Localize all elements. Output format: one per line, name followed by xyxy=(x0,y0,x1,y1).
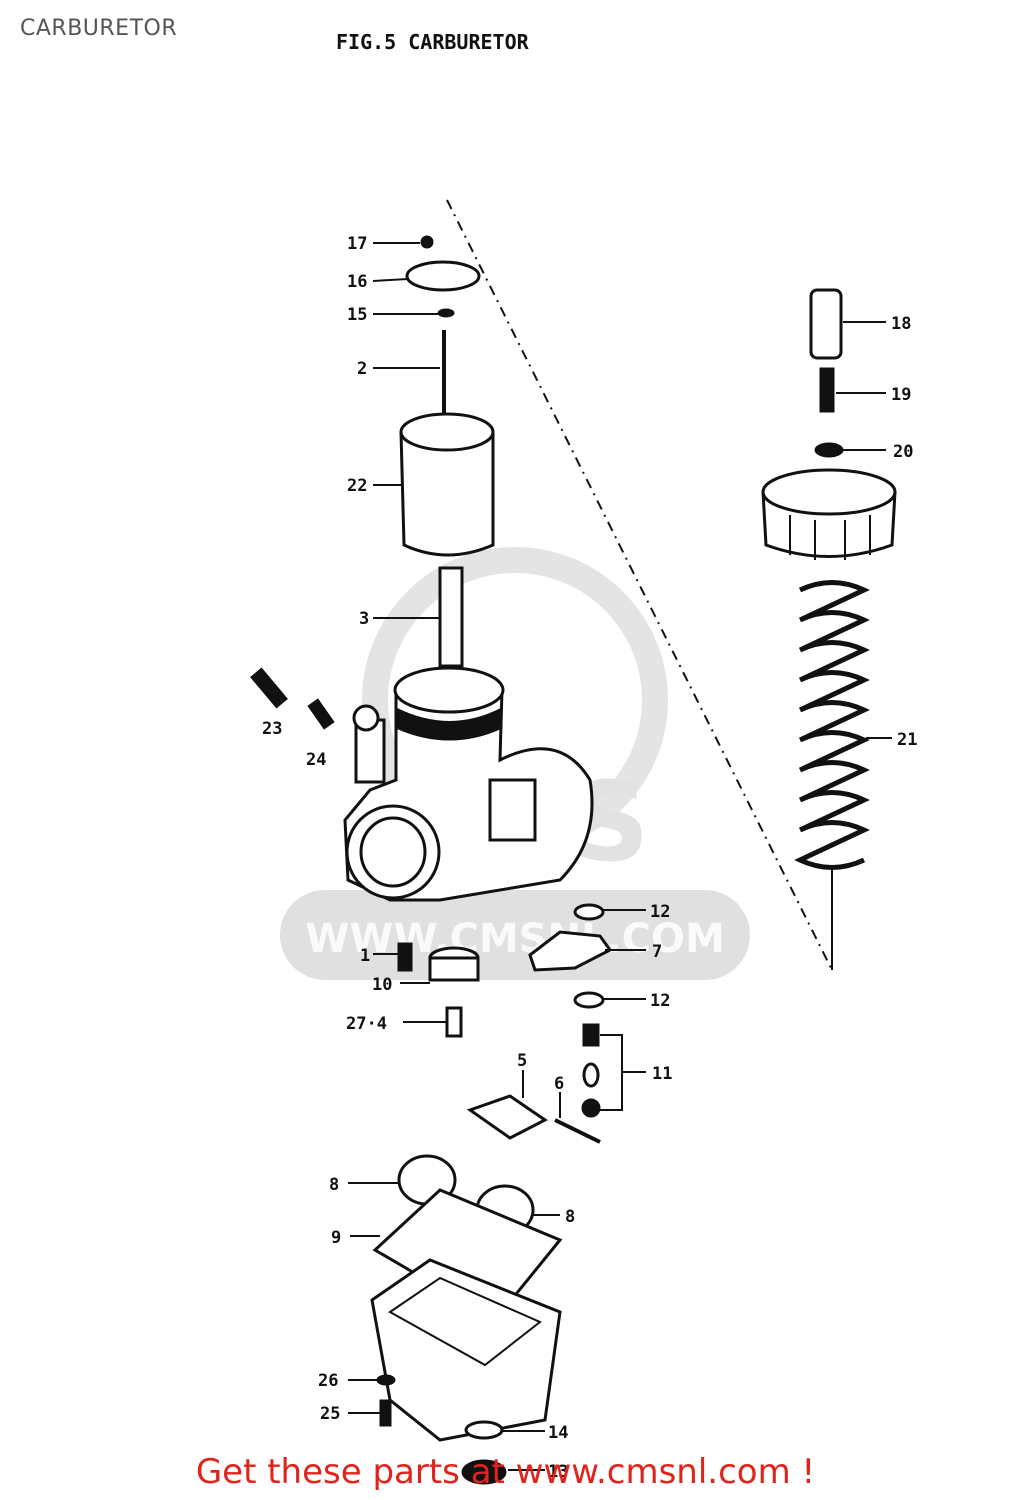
part-6-pin xyxy=(554,1118,601,1144)
part-26-washer xyxy=(376,1374,396,1386)
part-3-needle-jet xyxy=(438,566,464,668)
callout-19: 19 xyxy=(891,385,911,405)
callout-13: 13 xyxy=(548,1462,568,1482)
callout-12-bottom: 12 xyxy=(650,991,670,1011)
callout-23: 23 xyxy=(262,719,282,739)
part-7-bracket xyxy=(528,930,613,972)
callout-7: 7 xyxy=(652,942,662,962)
carburetor-body xyxy=(343,666,594,902)
part-11-float-valve xyxy=(581,1023,601,1118)
leader-lines xyxy=(348,242,892,1471)
part-16-plate xyxy=(405,260,481,292)
part-21-spring xyxy=(794,580,870,870)
part-24-screw xyxy=(307,698,335,730)
callout-25: 25 xyxy=(320,1404,340,1424)
part-18-cap-tube xyxy=(809,288,843,360)
callout-27-4: 27·4 xyxy=(346,1014,387,1034)
part-13-plug xyxy=(461,1459,507,1485)
callout-22: 22 xyxy=(347,476,367,496)
part-10-seat xyxy=(428,946,480,982)
callout-labels: 17 16 15 2 22 3 23 24 18 19 20 21 12 7 1… xyxy=(262,234,917,1482)
callout-26: 26 xyxy=(318,1371,338,1391)
part-27-4-jet xyxy=(445,1006,463,1038)
callout-14: 14 xyxy=(548,1423,568,1443)
callout-3: 3 xyxy=(359,609,369,629)
callout-9: 9 xyxy=(331,1228,341,1248)
callout-21: 21 xyxy=(897,730,917,750)
callout-11: 11 xyxy=(652,1064,672,1084)
callout-8-right: 8 xyxy=(565,1207,575,1227)
callout-24: 24 xyxy=(306,750,326,770)
part-17-screw xyxy=(420,235,434,249)
part-20-nut xyxy=(814,442,844,458)
callout-6: 6 xyxy=(554,1074,564,1094)
float-bowl xyxy=(370,1258,562,1442)
callout-8-left: 8 xyxy=(329,1175,339,1195)
part-22-throttle-slide xyxy=(399,412,495,557)
get-parts-link[interactable]: Get these parts at www.cmsnl.com ! xyxy=(195,1452,816,1492)
callout-5: 5 xyxy=(517,1051,527,1071)
callout-2: 2 xyxy=(357,359,367,379)
part-5-float-arm xyxy=(466,1094,548,1140)
callout-16: 16 xyxy=(347,272,367,292)
callout-15: 15 xyxy=(347,305,367,325)
part-12-washer-top xyxy=(573,903,605,921)
part-23-screw xyxy=(250,667,288,709)
part-15-clip xyxy=(437,308,455,318)
part-25-screw xyxy=(379,1399,392,1427)
page-heading: CARBURETOR xyxy=(20,16,178,41)
part-19-adjuster xyxy=(819,367,835,413)
part-1-screw xyxy=(397,942,413,972)
callout-12-top: 12 xyxy=(650,902,670,922)
figure-title: FIG.5 CARBURETOR xyxy=(336,30,529,54)
callout-1: 1 xyxy=(360,946,370,966)
callout-10: 10 xyxy=(372,975,392,995)
part-14-o-ring xyxy=(464,1420,504,1440)
part-12-washer-bottom xyxy=(573,991,605,1009)
mixing-chamber-top-cap xyxy=(761,468,897,560)
callout-17: 17 xyxy=(347,234,367,254)
callout-20: 20 xyxy=(893,442,913,462)
callout-18: 18 xyxy=(891,314,911,334)
